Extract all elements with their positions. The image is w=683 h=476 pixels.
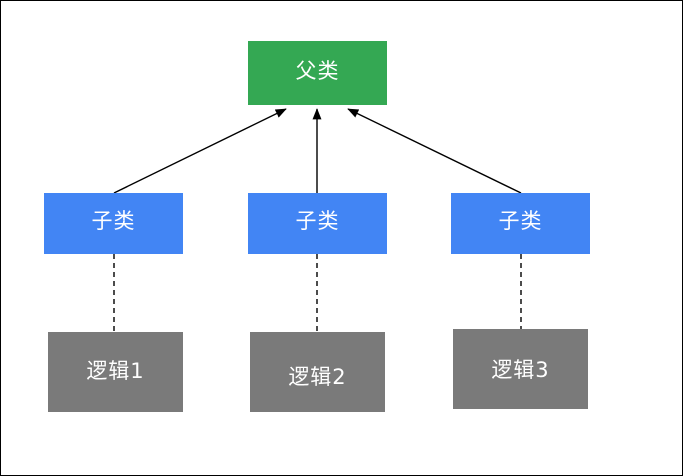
- node-logic-2[interactable]: 逻辑2: [250, 332, 385, 412]
- node-label: 子类: [295, 209, 340, 233]
- node-label: 逻辑2: [288, 365, 347, 390]
- node-logic-1[interactable]: 逻辑1: [48, 332, 183, 412]
- node-subclass-3[interactable]: 子类: [451, 193, 590, 254]
- node-label: 逻辑1: [86, 359, 145, 384]
- node-label: 逻辑3: [491, 358, 550, 383]
- node-subclass-2[interactable]: 子类: [248, 193, 387, 254]
- node-logic-3[interactable]: 逻辑3: [453, 329, 588, 409]
- node-subclass-1[interactable]: 子类: [44, 193, 183, 254]
- node-parent-class[interactable]: 父类: [248, 41, 387, 105]
- node-label: 子类: [498, 209, 543, 233]
- inheritance-edge-child-3: [347, 108, 522, 194]
- node-label: 子类: [91, 209, 136, 233]
- node-label: 父类: [295, 59, 340, 84]
- inheritance-edge-child-1: [113, 108, 287, 194]
